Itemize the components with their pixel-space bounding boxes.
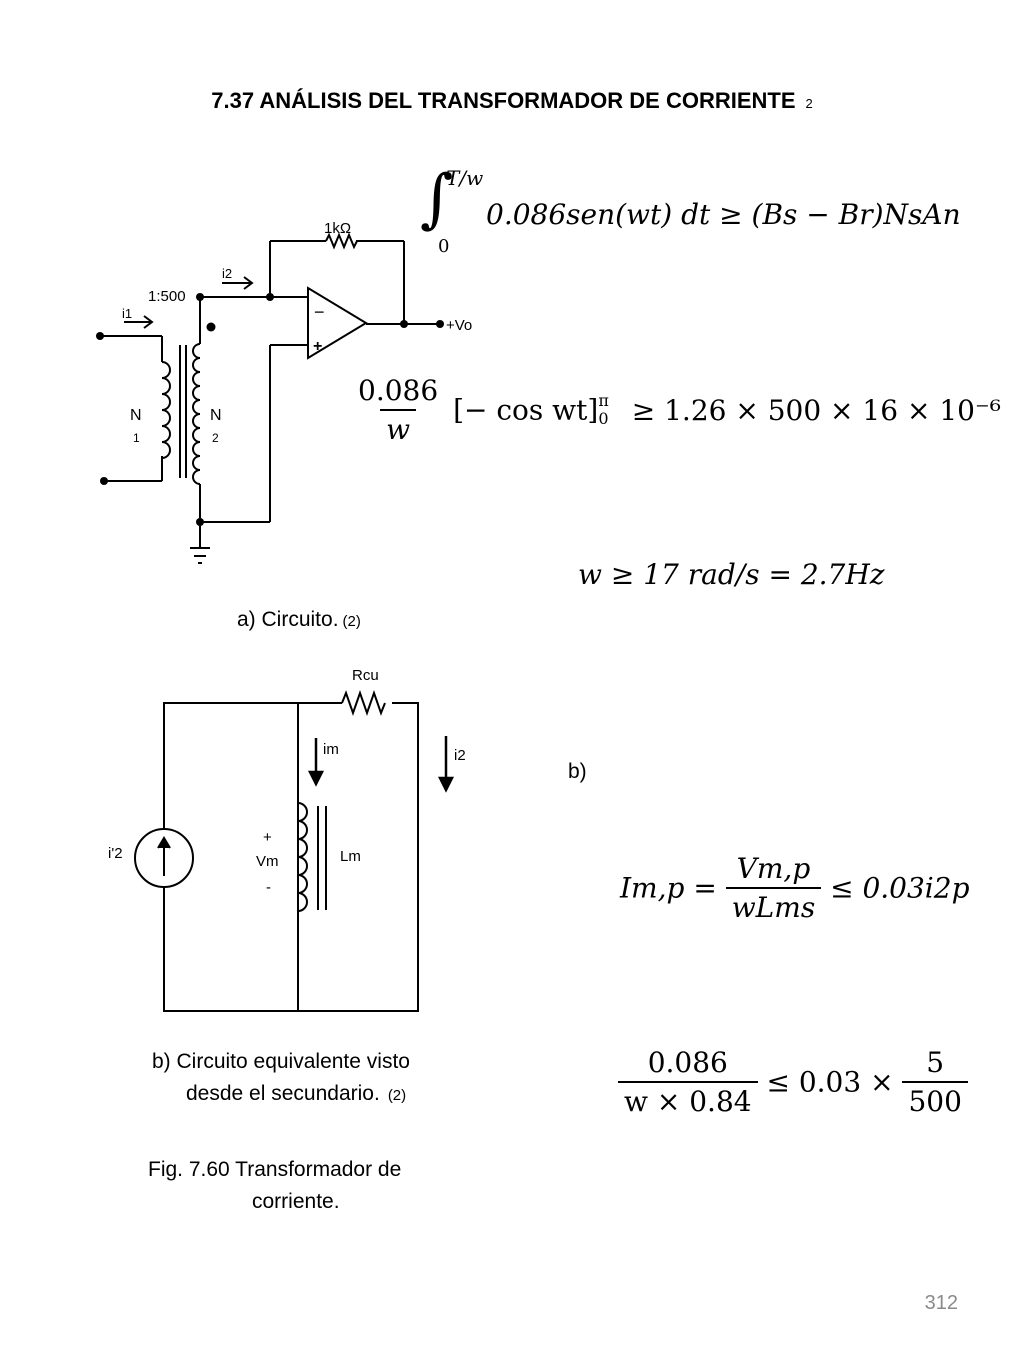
opamp-plus: +	[313, 338, 322, 355]
ratio-label: 1:500	[148, 288, 186, 305]
caption-b-line2-text: desde el secundario.	[186, 1082, 380, 1105]
n1-label: N	[130, 407, 142, 424]
figure-caption-line1: Fig. 7.60 Transformador de	[148, 1158, 402, 1181]
eq4-denominator: wLms	[725, 887, 822, 924]
i1-label: i1	[122, 306, 132, 321]
title-subscript: 2	[805, 96, 813, 111]
equation-4: Im,p = Vm,p wLms ≤ 0.03i2p	[620, 852, 970, 924]
vm-minus: -	[266, 879, 271, 896]
eq2-rhs: ≥ 1.26 × 500 × 16 × 10⁻⁶	[631, 393, 1001, 427]
caption-a: a) Circuito.(2)	[237, 608, 361, 632]
page-title: 7.37 ANÁLISIS DEL TRANSFORMADOR DE CORRI…	[0, 88, 1024, 114]
eq1-body: 0.086sen(wt) dt ≥ (Bs − Br)NsAn	[486, 198, 961, 231]
page-number: 312	[924, 1292, 958, 1314]
n1-subscript: 1	[133, 431, 140, 445]
resistor-1k-label: 1kΩ	[324, 220, 351, 237]
eq2-body: [− cos wt]	[453, 393, 599, 427]
vm-label: Vm	[256, 853, 279, 870]
eq2-numerator: 0.086	[358, 374, 439, 407]
eq4-numerator: Vm,p	[736, 852, 811, 885]
vo-label: +Vo	[446, 317, 472, 334]
caption-a-ref: (2)	[342, 613, 361, 630]
eq2-denominator: w	[380, 409, 417, 446]
caption-b-line1: b) Circuito equivalente visto	[152, 1050, 410, 1073]
integral-sign: ∫	[420, 162, 454, 236]
vm-plus: +	[263, 829, 272, 846]
eq2-fraction: 0.086 w	[352, 374, 444, 446]
lm-label: Lm	[340, 848, 361, 865]
eq5-numerator-2: 5	[926, 1046, 945, 1079]
figure-caption-line2: corriente.	[252, 1190, 340, 1213]
im-label: im	[323, 741, 339, 758]
eq4-lhs: Im,p =	[620, 871, 717, 905]
n2-label: N	[210, 407, 222, 424]
title-text: 7.37 ANÁLISIS DEL TRANSFORMADOR DE CORRI…	[211, 88, 796, 113]
eq5-fraction-1: 0.086 w × 0.84	[618, 1046, 758, 1118]
rcu-label: Rcu	[352, 667, 379, 684]
eq4-rhs: ≤ 0.03i2p	[830, 871, 970, 905]
eq5-denominator-1: w × 0.84	[618, 1081, 758, 1118]
part-b-label: b)	[568, 760, 587, 783]
eq5-numerator-1: 0.086	[647, 1046, 728, 1079]
n2-subscript: 2	[212, 431, 219, 445]
equation-5: 0.086 w × 0.84 ≤ 0.03 × 5 500	[618, 1046, 968, 1118]
i2-label: i2	[222, 266, 232, 281]
caption-b-line2: desde el secundario. (2)	[186, 1082, 406, 1106]
opamp-minus: −	[314, 302, 325, 322]
eq1-upper-limit: T/w	[446, 166, 484, 190]
eq2-lower: 0	[598, 409, 609, 428]
eq5-middle: ≤ 0.03 ×	[766, 1065, 894, 1099]
eq4-fraction: Vm,p wLms	[725, 852, 822, 924]
eq5-denominator-2: 500	[902, 1081, 968, 1118]
source-label: i'2	[108, 845, 123, 862]
equation-3: w ≥ 17 rad/s = 2.7Hz	[578, 558, 885, 591]
caption-a-text: a) Circuito.	[237, 608, 339, 631]
eq2-upper: π	[598, 391, 609, 410]
eq5-fraction-2: 5 500	[902, 1046, 968, 1118]
caption-b-ref: (2)	[387, 1087, 407, 1104]
i2-b-label: i2	[454, 747, 466, 764]
eq1-lower-limit: 0	[438, 236, 450, 257]
